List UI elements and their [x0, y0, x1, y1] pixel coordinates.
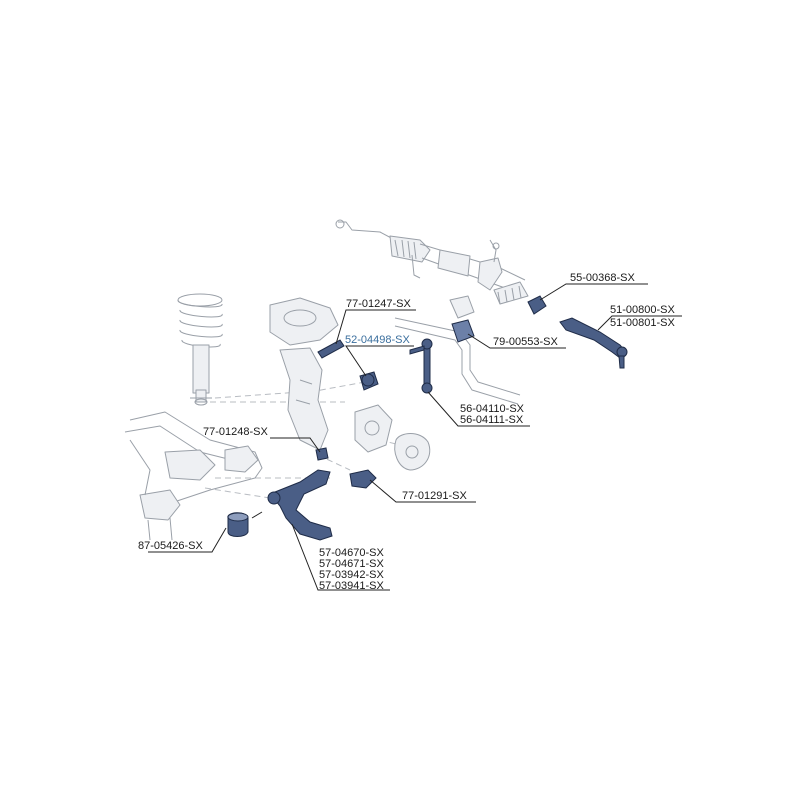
- steering-knuckle: [269, 297, 431, 471]
- label-77-01248: 77-01248-SX: [203, 426, 268, 438]
- part-56-04110: [423, 343, 431, 387]
- label-52-04498[interactable]: 52-04498-SX: [345, 334, 410, 346]
- label-79-00553: 79-00553-SX: [493, 336, 558, 348]
- subframe: [124, 411, 263, 541]
- label-57-04670: 57-04670-SX: [319, 547, 384, 559]
- part-77-01247: [317, 339, 345, 359]
- strut-spring: [177, 293, 223, 406]
- label-57-03942: 57-03942-SX: [319, 569, 384, 581]
- label-87-05426: 87-05426-SX: [138, 540, 203, 552]
- part-55-00368: [527, 295, 547, 315]
- label-51-00800: 51-00800-SX: [610, 304, 675, 316]
- label-56-04110: 56-04110-SX: [460, 403, 525, 415]
- part-labels: 55-00368-SX 51-00800-SX 51-00801-SX 77-0…: [138, 272, 675, 592]
- part-57-control-arm: [269, 469, 333, 541]
- label-57-04671: 57-04671-SX: [319, 558, 384, 570]
- steering-rack: [335, 219, 529, 305]
- label-56-04111: 56-04111-SX: [460, 414, 524, 426]
- label-77-01247: 77-01247-SX: [346, 298, 411, 310]
- label-51-00801: 51-00801-SX: [610, 317, 675, 329]
- part-77-01291: [349, 469, 377, 489]
- label-77-01291: 77-01291-SX: [402, 490, 467, 502]
- highlighted-parts: [227, 295, 628, 541]
- label-55-00368: 55-00368-SX: [570, 272, 635, 284]
- stabilizer-bar: [394, 295, 521, 405]
- part-77-01248: [315, 447, 329, 461]
- part-79-00553: [451, 319, 475, 343]
- leader-lines: [148, 283, 682, 591]
- label-57-03941: 57-03941-SX: [319, 580, 384, 592]
